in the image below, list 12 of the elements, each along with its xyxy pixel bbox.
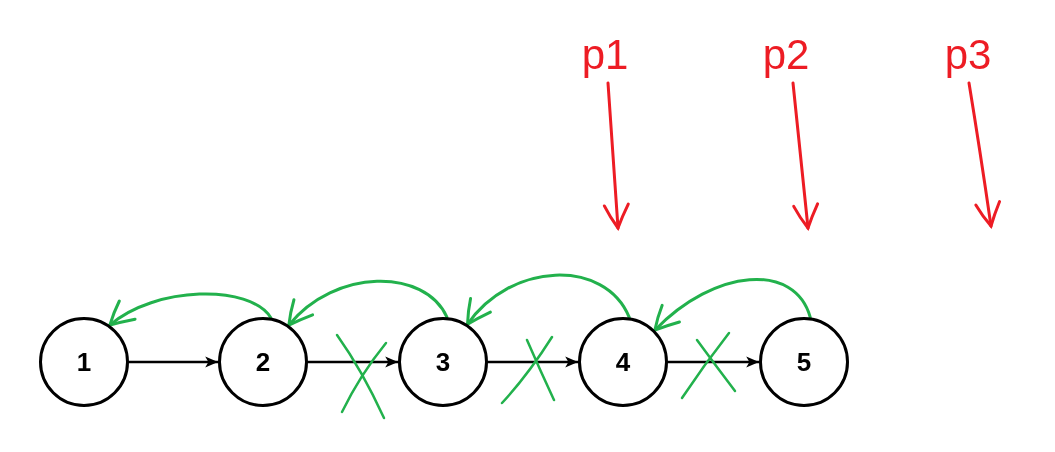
- link-arrow: [666, 356, 761, 368]
- link-arrow: [306, 356, 400, 368]
- pointer-label: p1: [573, 31, 637, 79]
- pointer-label: p3: [936, 31, 1000, 79]
- node-value: 1: [76, 349, 92, 375]
- node-value: 5: [796, 349, 812, 375]
- pointer-label: p2: [754, 31, 818, 79]
- link-arrow: [127, 356, 220, 368]
- node-value: 2: [255, 349, 271, 375]
- link-arrow: [486, 356, 580, 368]
- node-value: 4: [615, 349, 631, 375]
- node-value: 3: [435, 349, 451, 375]
